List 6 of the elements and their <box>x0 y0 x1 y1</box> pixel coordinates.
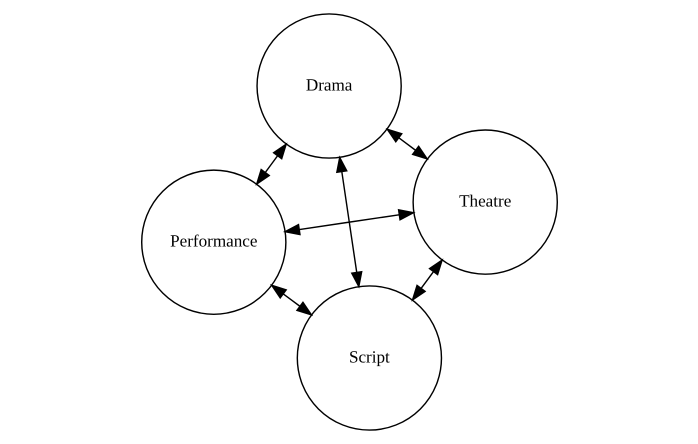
arrow <box>335 155 362 289</box>
arrow <box>254 142 287 186</box>
arrow <box>282 208 416 236</box>
arrow <box>385 128 428 160</box>
arrow <box>410 258 443 302</box>
arrow <box>270 284 313 316</box>
